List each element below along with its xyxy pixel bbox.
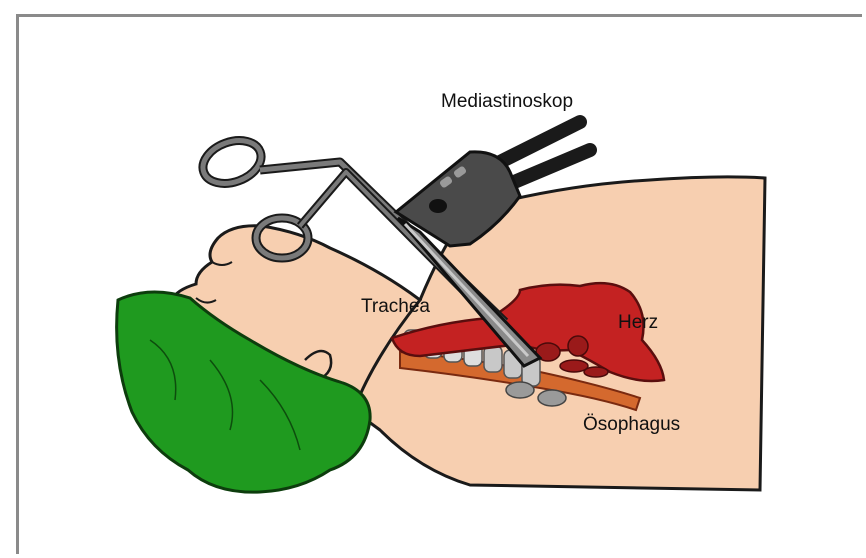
- vessel-2: [568, 336, 588, 356]
- vessel-3: [560, 360, 588, 372]
- label-oesophagus: Ösophagus: [583, 414, 680, 436]
- label-trachea: Trachea: [361, 296, 430, 318]
- label-mediastinoskop: Mediastinoskop: [441, 91, 573, 113]
- vessel-4: [584, 367, 608, 377]
- label-herz: Herz: [618, 312, 658, 334]
